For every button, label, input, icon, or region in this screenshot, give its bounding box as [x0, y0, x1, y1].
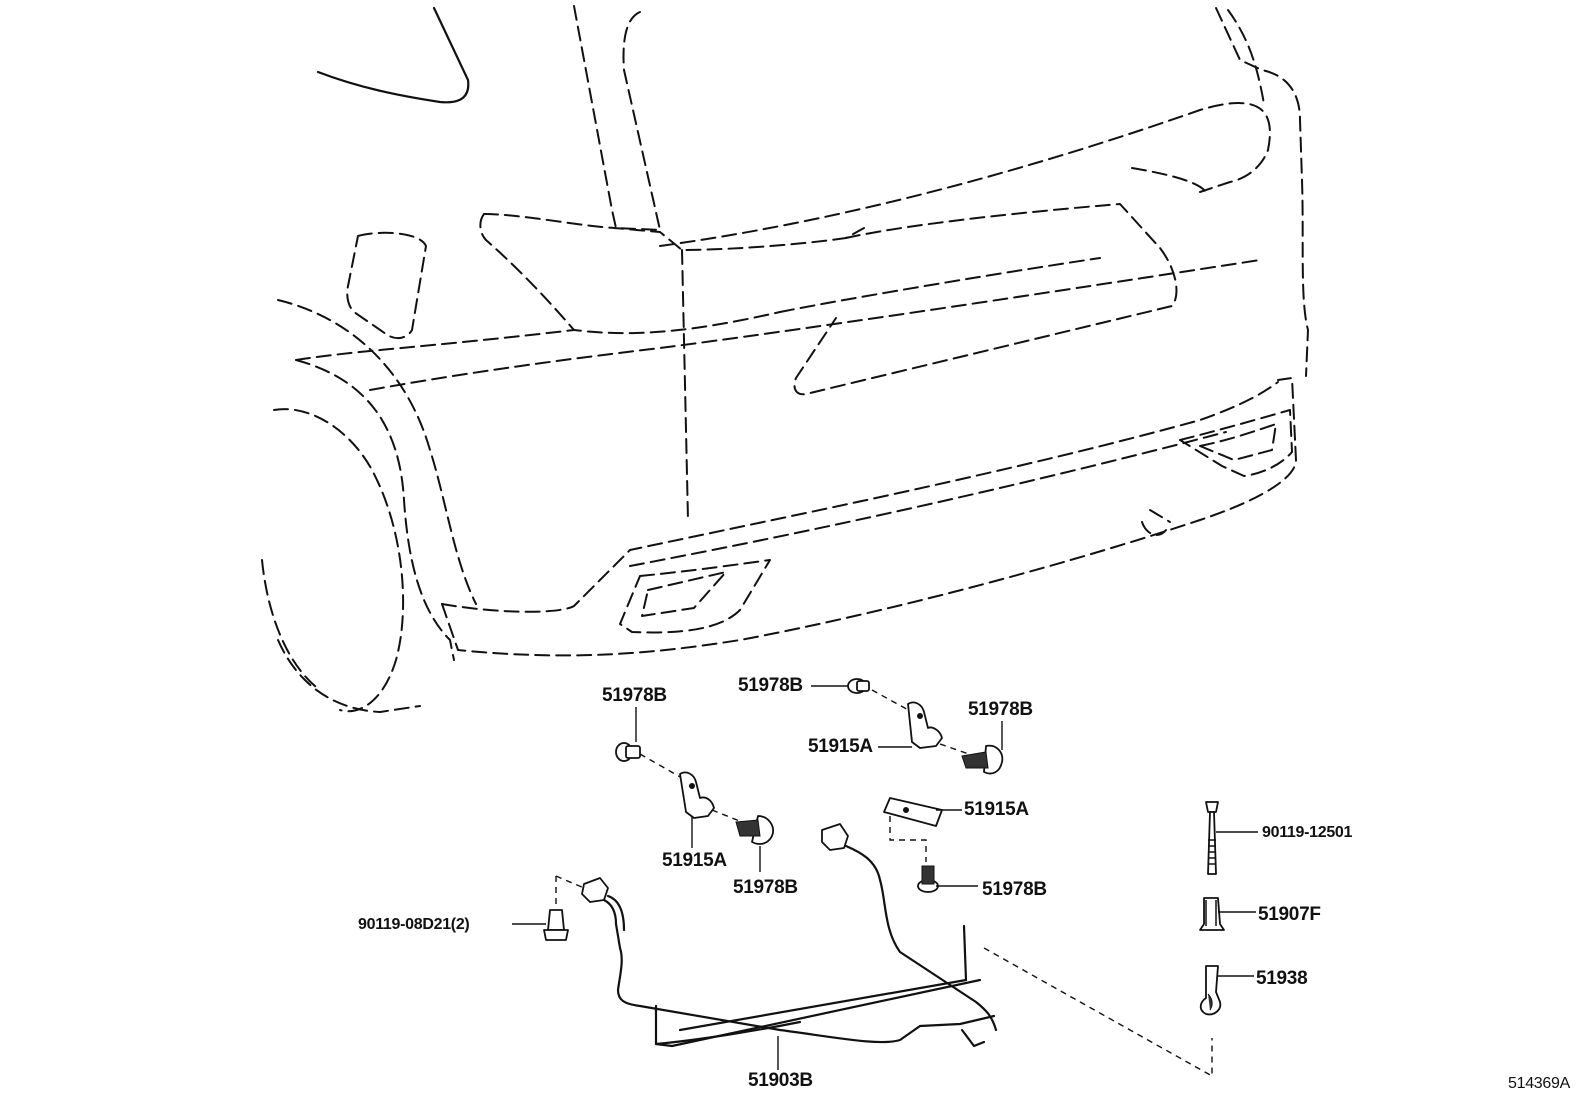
part-label-bolt-right[interactable]: 90119-12501 [1262, 824, 1353, 841]
part-label-clip-top-mid[interactable]: 51978B [738, 675, 803, 696]
part-label-clip-top-right[interactable]: 51978B [968, 699, 1033, 720]
part-label-clip-lower-right[interactable]: 51978B [982, 879, 1047, 900]
part-label-pin[interactable]: 51907F [1258, 904, 1321, 925]
plate-bracket-group [883, 797, 943, 893]
leader-lines [512, 685, 1258, 1070]
part-label-clip-lower-mid[interactable]: 51978B [733, 877, 798, 898]
part-label-bracket-plate[interactable]: 51915A [964, 799, 1029, 820]
right-hardware [1199, 801, 1225, 1016]
part-label-bracket-upper[interactable]: 51915A [808, 736, 873, 757]
upper-bracket-group [847, 678, 1004, 775]
diagram-reference-number: 514369A [1508, 1075, 1570, 1092]
part-label-clip-top-left[interactable]: 51978B [602, 685, 667, 706]
part-label-hook[interactable]: 51938 [1256, 968, 1308, 989]
part-label-frame[interactable]: 51903B [748, 1070, 813, 1091]
rear-bumper-frame [555, 823, 1213, 1078]
bolt-left [543, 909, 569, 941]
left-bracket-group [615, 742, 774, 845]
part-label-bracket-lower-left[interactable]: 51915A [662, 850, 727, 871]
vehicle-rear-outline [261, 5, 1309, 713]
part-label-bolt-left[interactable]: 90119-08D21(2) [358, 916, 470, 933]
